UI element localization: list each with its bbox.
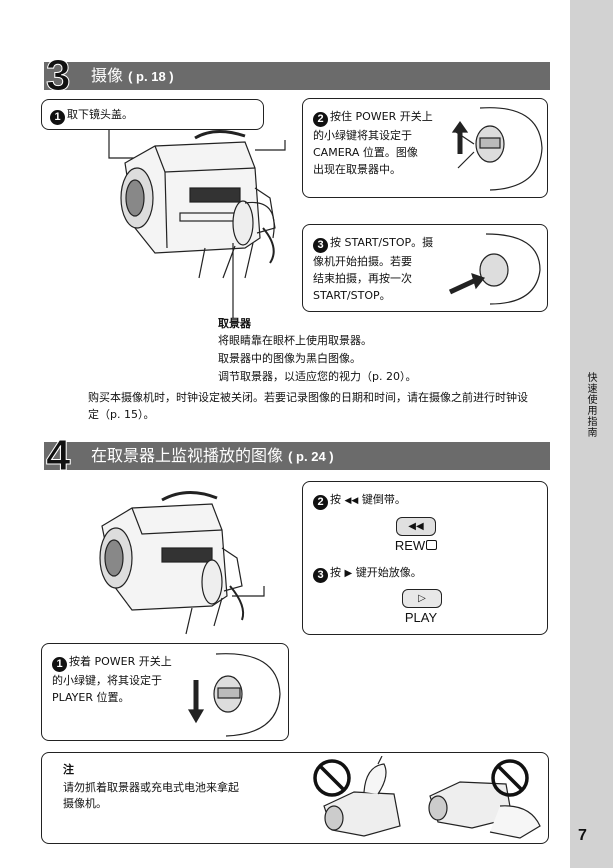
rew-label-text: REW: [394, 538, 426, 553]
step-text-line: 出现在取景器中。: [313, 163, 401, 176]
rew-button[interactable]: ◀◀: [396, 517, 436, 536]
rew-indicator-icon: [426, 540, 438, 550]
play-label: PLAY: [404, 610, 438, 625]
camcorder-illustration-1: [108, 130, 286, 318]
step-text-line: 按 START/STOP。摄: [330, 236, 434, 249]
step-text-line: START/STOP。: [313, 289, 391, 302]
section4-title: 在取景器上监视播放的图像 ( p. 24 ): [91, 442, 334, 471]
section3-step1-box: [41, 99, 264, 130]
section4-header-bar: [44, 442, 550, 470]
section3-header-bar: [44, 62, 550, 90]
step-text: 按: [330, 493, 341, 506]
section3-step1-text: 取下镜头盖。: [67, 108, 133, 121]
prohibited-hold-battery-illustration: [428, 759, 541, 839]
play-button[interactable]: ▷: [402, 589, 442, 608]
page-number: 7: [578, 827, 587, 844]
step-number-badge: 3: [313, 238, 328, 253]
clock-note-line: 定（p. 15）。: [88, 408, 155, 421]
prohibited-icon: [313, 759, 351, 797]
viewfinder-notes: 将眼睛靠在眼杯上使用取景器。 取景器中的图像为黑白图像。 调节取景器，以适应您的…: [218, 333, 416, 385]
clock-setting-note: 购买本摄像机时，时钟设定被关闭。若要记录图像的日期和时间，请在摄像之前进行时钟设…: [88, 389, 558, 423]
step-text-line: CAMERA 位置。图像: [313, 146, 418, 159]
section4-number: 4: [45, 431, 71, 480]
step-text: 键开始放像。: [355, 566, 422, 579]
step-number-badge: 1: [52, 657, 67, 672]
step-number-badge: 2: [313, 495, 328, 510]
note-text: 请勿抓着取景器或充电式电池来拿起 摄像机。: [63, 780, 239, 812]
sidebar: [570, 0, 613, 868]
note-heading: 注: [63, 763, 74, 776]
rew-label: REW: [386, 538, 446, 553]
section4-step1-box: [41, 643, 289, 741]
step-text-line: 像机开始拍摄。若要: [313, 255, 412, 268]
section3-title: 摄像 ( p. 18 ): [91, 62, 174, 91]
step-text-line: PLAYER 位置。: [52, 691, 130, 704]
section4-title-text: 在取景器上监视播放的图像: [91, 446, 284, 465]
note-line: 请勿抓着取景器或充电式电池来拿起: [63, 781, 239, 794]
viewfinder-note-line: 取景器中的图像为黑白图像。: [218, 352, 361, 365]
step-number-badge: 3: [313, 568, 328, 583]
section3-page-ref: ( p. 18 ): [128, 69, 174, 84]
section3-number: 3: [45, 51, 71, 100]
step-text-line: 按着 POWER 开关上: [69, 655, 172, 668]
step-text-line: 结束拍摄，再按一次: [313, 272, 412, 285]
rewind-symbol: ◀◀: [344, 496, 359, 506]
clock-note-line: 购买本摄像机时，时钟设定被关闭。若要记录图像的日期和时间，请在摄像之前进行时钟设: [88, 391, 528, 404]
step-text-line: 的小绿键将其设定于: [313, 129, 412, 142]
viewfinder-heading: 取景器: [218, 317, 251, 330]
viewfinder-note-line: 调节取景器，以适应您的视力（p. 20）。: [218, 370, 417, 383]
prohibited-icon: [491, 759, 529, 797]
viewfinder-note-line: 将眼睛靠在眼杯上使用取景器。: [218, 334, 372, 347]
sidebar-title: 快速使用指南: [585, 372, 596, 438]
section4-step2-3-box: [302, 481, 548, 635]
power-switch-player-icon: [187, 653, 281, 737]
power-switch-camera-icon: [451, 107, 543, 191]
step-text: 键倒带。: [361, 493, 406, 506]
step-number-badge: 2: [313, 112, 328, 127]
section4-page-ref: ( p. 24 ): [288, 449, 334, 464]
section3-step2-box: [302, 98, 548, 198]
note-line: 摄像机。: [63, 797, 107, 810]
camcorder-illustration-2: [99, 491, 265, 635]
start-stop-button-icon: [448, 233, 541, 305]
play-symbol: ▶: [344, 568, 353, 579]
step-text-line: 的小绿键，将其设定于: [52, 674, 162, 687]
step-number-badge: 1: [50, 110, 65, 125]
step-text: 按: [330, 566, 341, 579]
section3-title-text: 摄像: [91, 66, 124, 85]
step-text-line: 按住 POWER 开关上: [330, 110, 433, 123]
prohibited-hold-viewfinder-illustration: [313, 756, 401, 837]
